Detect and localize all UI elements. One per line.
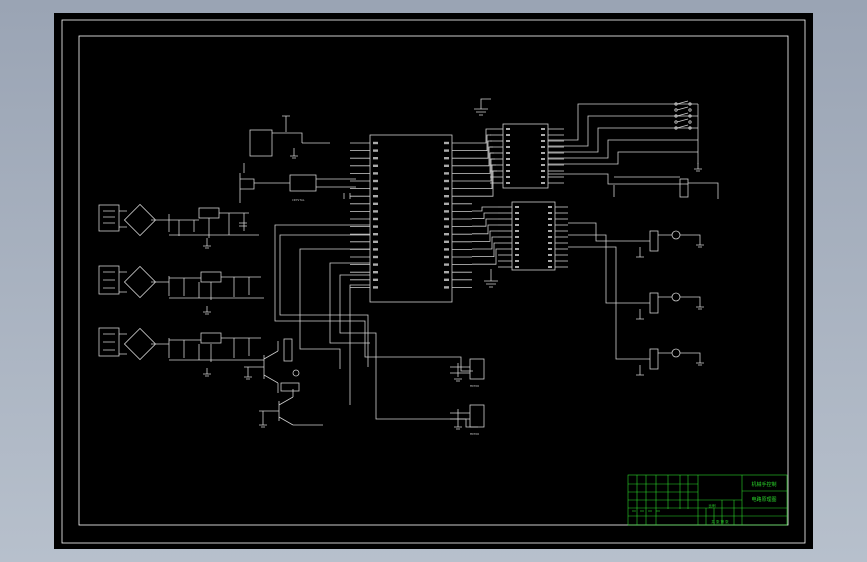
drawing-sheet: CRYSTAL: [54, 13, 813, 549]
relay-output-2: [568, 234, 704, 320]
sheet-label: 共 张 第 张: [711, 519, 729, 524]
transistor-driver-2: [259, 382, 323, 428]
relay-output-1: [568, 222, 704, 258]
title-block: 机械手控制 电路原理图 比例 共 张 第 张: [627, 474, 788, 526]
transistor-driver-1: [244, 338, 300, 393]
data-bus: [472, 128, 498, 265]
latch-ic-u2: [490, 123, 564, 189]
project-name: 机械手控制: [751, 481, 776, 488]
drawing-title: 电路原理图: [751, 496, 776, 503]
limit-switches: [613, 100, 719, 199]
motor-connector-2: MOTOR: [450, 404, 485, 436]
mcu-chip: [350, 134, 472, 303]
svg-text:MOTOR: MOTOR: [470, 432, 479, 436]
svg-text:MOTOR: MOTOR: [470, 384, 479, 388]
power-supply-2: [98, 265, 264, 315]
power-supply-1: [98, 203, 259, 249]
relay-output-3: [568, 246, 704, 376]
relay-fan-out: [548, 103, 699, 185]
oscillator-reset-circuit: CRYSTAL: [239, 115, 356, 203]
control-wiring: [274, 224, 478, 428]
driver-ic-u3: [498, 201, 568, 271]
power-supply-3: [98, 327, 264, 377]
outer-frame: [61, 19, 806, 544]
svg-text:CRYSTAL: CRYSTAL: [292, 198, 305, 202]
schematic-canvas: CRYSTAL: [61, 19, 806, 544]
motor-connector-1: MOTOR: [450, 358, 485, 388]
scale-label: 比例: [709, 503, 717, 508]
inner-frame: [78, 35, 789, 526]
ground-symbols: [474, 98, 702, 288]
